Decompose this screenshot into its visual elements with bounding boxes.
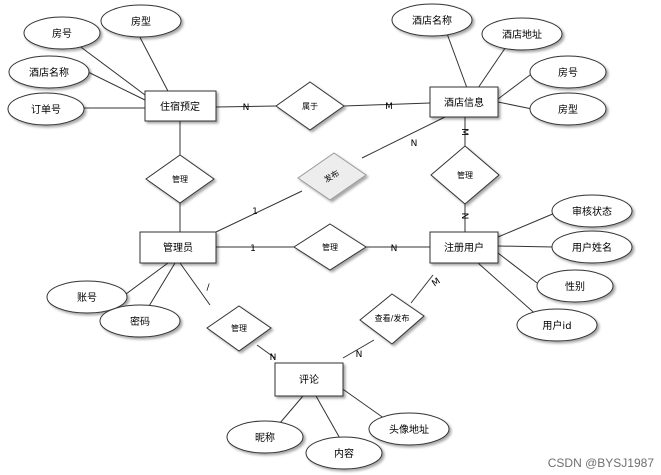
attribute-label: 内容 [334,447,354,460]
relationship-label: 管理 [231,323,247,333]
attribute-label: 酒店名称 [29,66,69,79]
relationship-label: 查看/发布 [375,313,410,323]
entity-label: 住宿预定 [160,100,200,113]
attribute-hotel-room-type: 房型 [529,92,607,126]
card-manage-user-side: N [391,244,398,254]
relationship-manage-booking: 管理 [145,154,215,204]
card-admin-publish: 1 [252,207,258,217]
relationship-manage-hotel-user: 管理 [430,145,500,205]
entity-admin: 管理员 [139,231,217,264]
card-admin-manage-user: 1 [250,244,256,254]
relationship-publish-hotel: 发布 [297,152,367,201]
attribute-hotel-room-no: 房号 [529,55,607,89]
attribute-label: 用户id [542,319,571,332]
card-admin-manage-comment: / [206,283,210,293]
relationships: 属于 管理 发布 管理 管理 管理 查看/发布 [145,81,500,352]
entity-comment: 评论 [274,362,344,397]
attribute-label: 昵称 [255,431,275,444]
card-user-view: M [431,276,443,289]
attribute-label: 密码 [130,315,150,328]
relationship-belongs: 属于 [275,81,345,131]
entities: 住宿预定 酒店信息 管理员 注册用户 评论 [139,86,499,397]
card-belongs-hotel: M [385,102,393,112]
relationship-label: 管理 [322,242,338,252]
attribute-label: 审核状态 [572,205,612,218]
relationship-label: 管理 [457,170,473,180]
attribute-hotel-address: 酒店地址 [481,17,563,51]
attribute-comment-nickname: 昵称 [226,420,304,454]
attribute-label: 房型 [131,15,151,28]
relationship-view-publish: 查看/发布 [359,293,425,345]
relationship-manage-user: 管理 [293,223,367,271]
attribute-label: 房号 [558,66,578,79]
relationship-label: 属于 [302,102,318,111]
attribute-hotel-name: 酒店名称 [391,3,473,37]
relationship-label: 管理 [172,174,188,184]
attribute-user-audit-status: 审核状态 [551,194,633,228]
attribute-label: 酒店地址 [502,28,542,41]
watermark: CSDN @BYSJ1987 [548,456,655,470]
attribute-booking-room-no: 房号 [23,16,101,50]
entity-booking: 住宿预定 [144,90,217,122]
attribute-comment-avatar-url: 头像地址 [368,412,450,446]
connector-lines [61,19,556,443]
attribute-label: 订单号 [31,104,61,116]
relationship-manage-comment: 管理 [206,305,272,352]
card-view-comment: N [356,350,363,360]
attribute-comment-content: 内容 [305,436,383,470]
entity-label: 酒店信息 [444,96,484,109]
attribute-booking-order-no: 订单号 [7,92,85,126]
card-hotel-manage: M [459,128,469,136]
card-manage-comment-side: N [270,353,277,363]
entity-hotel-info: 酒店信息 [429,86,499,118]
entity-user: 注册用户 [429,231,499,264]
card-publish-hotel: N [411,139,418,149]
attribute-user-name: 用户姓名 [551,230,633,264]
attribute-label: 账号 [77,292,97,304]
attribute-label: 房型 [558,103,578,116]
attribute-admin-password: 密码 [99,304,181,338]
attribute-label: 酒店名称 [412,14,452,27]
attribute-user-gender: 性别 [536,269,614,303]
attributes: 房号 房型 酒店名称 订单号 酒店名称 酒店地址 房号 房型 [7,3,633,470]
entity-label: 评论 [299,373,319,386]
entity-label: 管理员 [163,241,193,254]
attribute-admin-account: 账号 [46,280,128,314]
attribute-label: 房号 [52,27,72,40]
cardinality-labels: N M 1 N M N 1 N / N M N [206,102,469,363]
attribute-label: 头像地址 [389,423,429,436]
card-manage-user: N [459,213,469,220]
attribute-label: 性别 [565,280,585,293]
attribute-booking-hotel-name: 酒店名称 [8,55,90,89]
attribute-label: 用户姓名 [572,241,612,254]
card-booking-belongs: N [243,103,250,113]
attribute-booking-room-type: 房型 [100,4,182,38]
entity-label: 注册用户 [444,241,484,254]
attribute-user-id: 用户id [516,308,598,342]
